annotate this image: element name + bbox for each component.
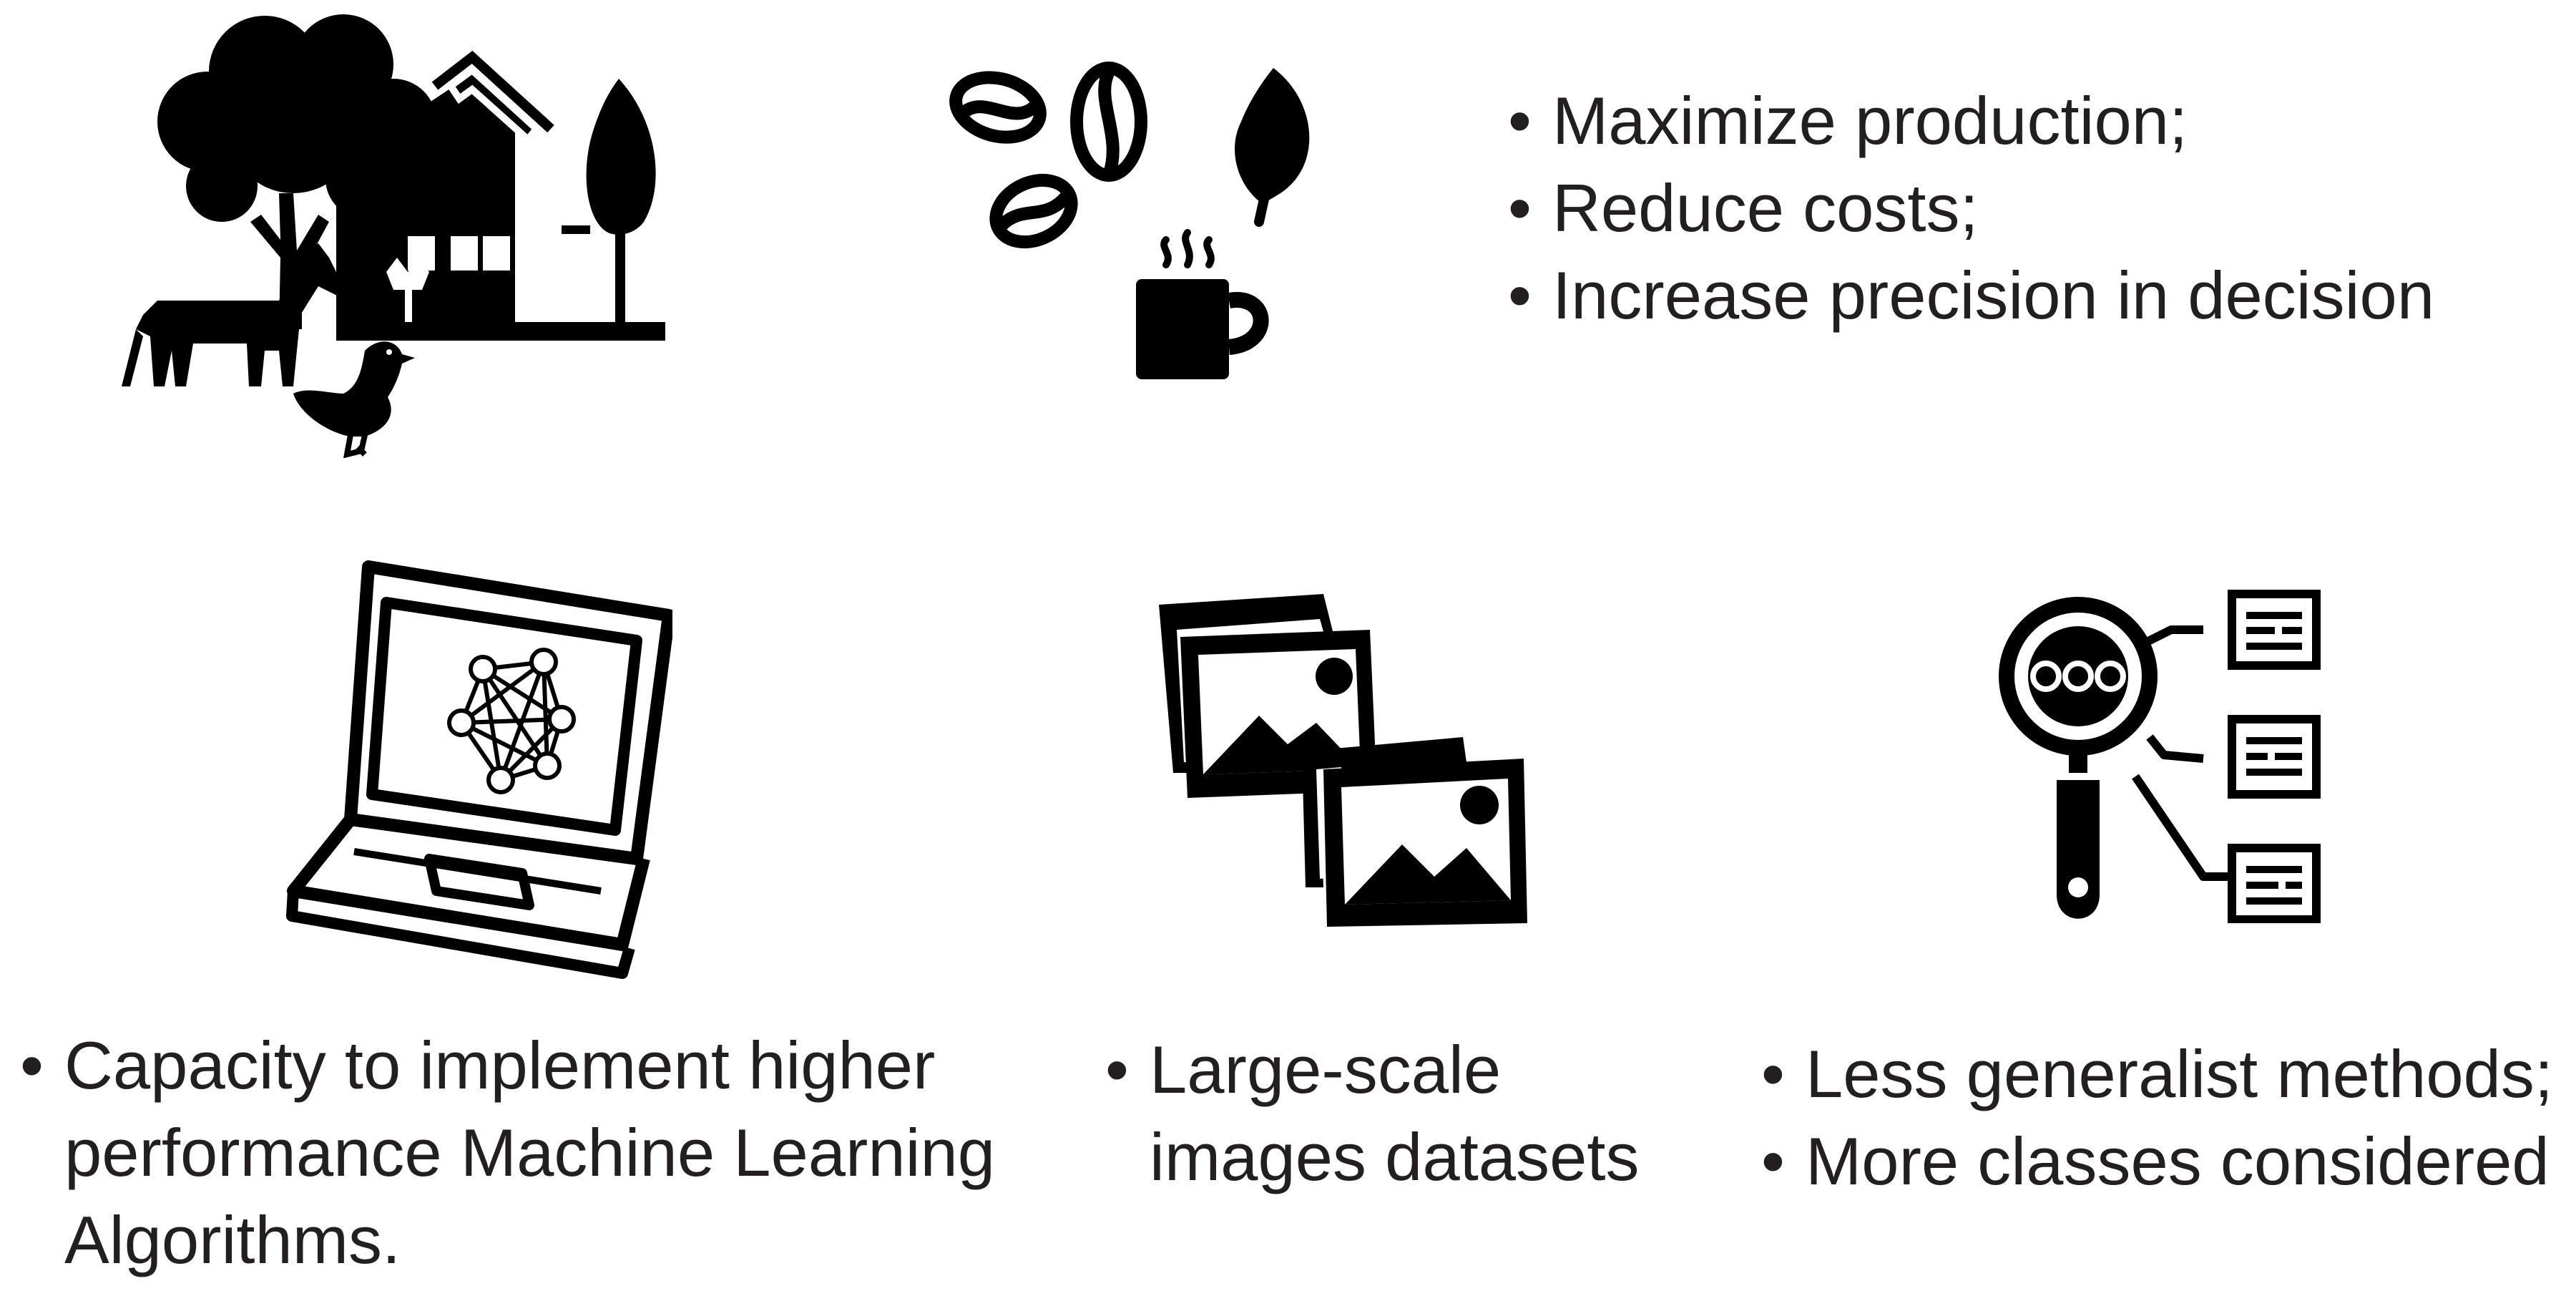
computing-line-3: Algorithms. — [64, 1202, 401, 1277]
goal-item: Increase precision in decision — [1508, 252, 2434, 339]
image-gallery-icon — [1152, 587, 1531, 930]
datasets-item: Large-scale images datasets — [1105, 1026, 1639, 1201]
goal-item: Maximize production; — [1508, 77, 2434, 165]
computing-capacity-list: Capacity to implement higher performance… — [20, 1022, 995, 1284]
computing-capacity-item: Capacity to implement higher performance… — [20, 1022, 995, 1284]
goal-item: Reduce costs; — [1508, 165, 2434, 252]
methods-item: Less generalist methods; — [1761, 1031, 2553, 1118]
computing-line-1: Capacity to implement higher — [64, 1028, 936, 1103]
methods-item: More classes considered — [1761, 1118, 2553, 1205]
datasets-list: Large-scale images datasets — [1105, 1026, 1639, 1201]
computing-line-2: performance Machine Learning — [64, 1115, 996, 1190]
farm-icon — [114, 14, 672, 458]
laptop-neural-network-icon — [286, 558, 672, 980]
methods-list: Less generalist methods; More classes co… — [1761, 1031, 2553, 1205]
coffee-icon — [944, 57, 1345, 386]
goals-list: Maximize production; Reduce costs; Incre… — [1508, 77, 2434, 339]
datasets-line-1: Large-scale — [1150, 1032, 1502, 1107]
magnifier-list-icon — [1989, 587, 2332, 923]
datasets-line-2: images datasets — [1150, 1119, 1640, 1194]
